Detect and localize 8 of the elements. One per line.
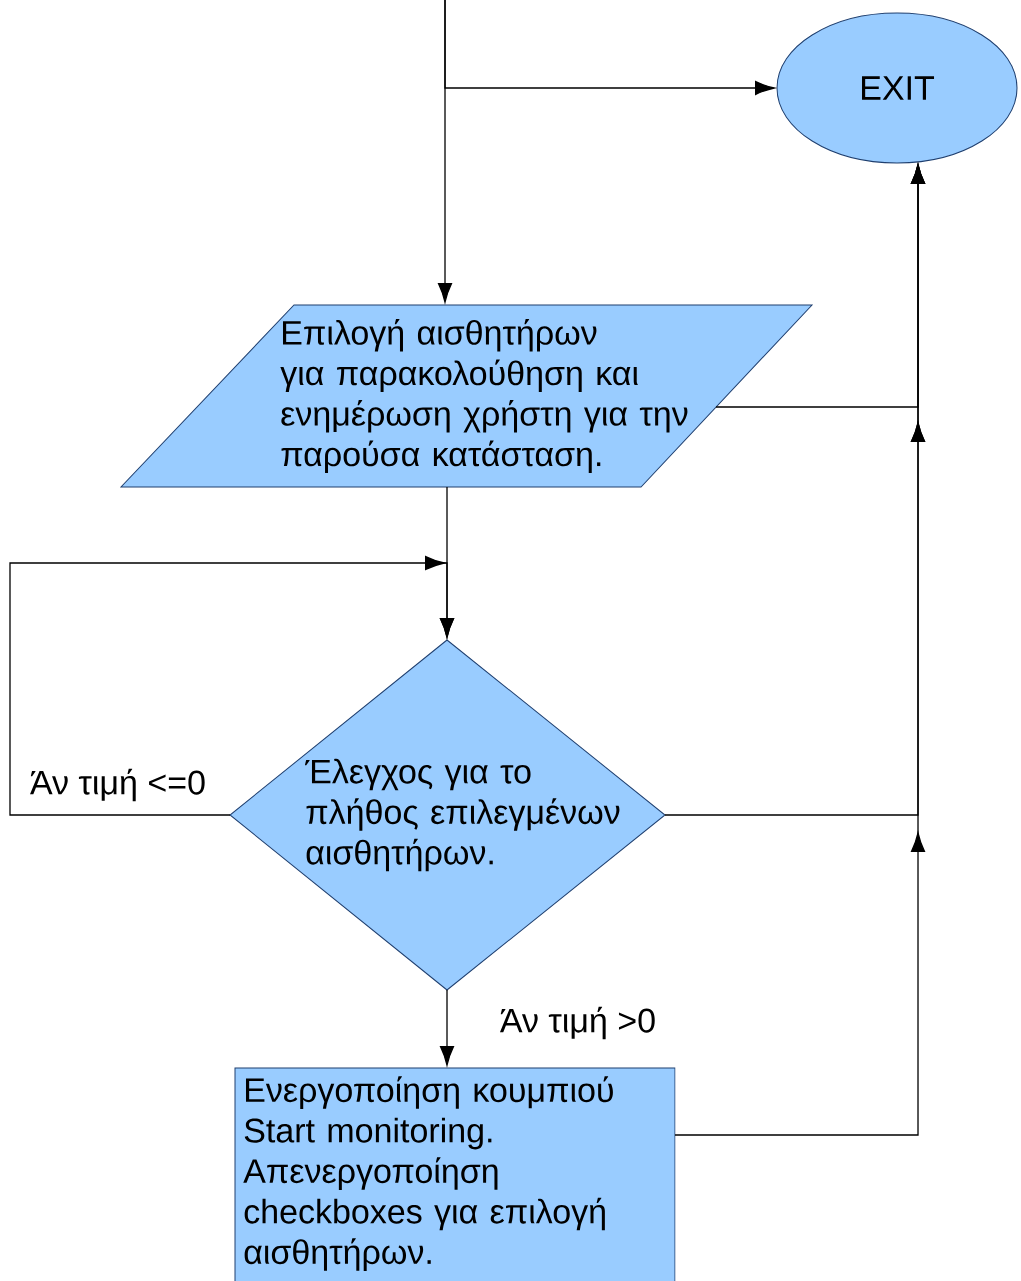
process-box: Ενεργοποίηση κουμπιού Start monitoring. Απενεργοποίηση checkboxes για επιλογή αισθητήρων. <box>234 1067 676 1281</box>
arrow <box>439 989 455 1066</box>
edge-label: Άν τιμή >0 <box>497 1004 659 1042</box>
edge-label: Άν τιμή <=0 <box>27 766 209 804</box>
arrow <box>437 0 453 303</box>
arrow <box>9 555 455 816</box>
arrow <box>674 164 926 1136</box>
input-parallelogram: Επιλογή αισθητήρων για παρακολούθηση και ενημέρωση χρήστη για την παρούσα κατάσταση. <box>120 304 813 488</box>
